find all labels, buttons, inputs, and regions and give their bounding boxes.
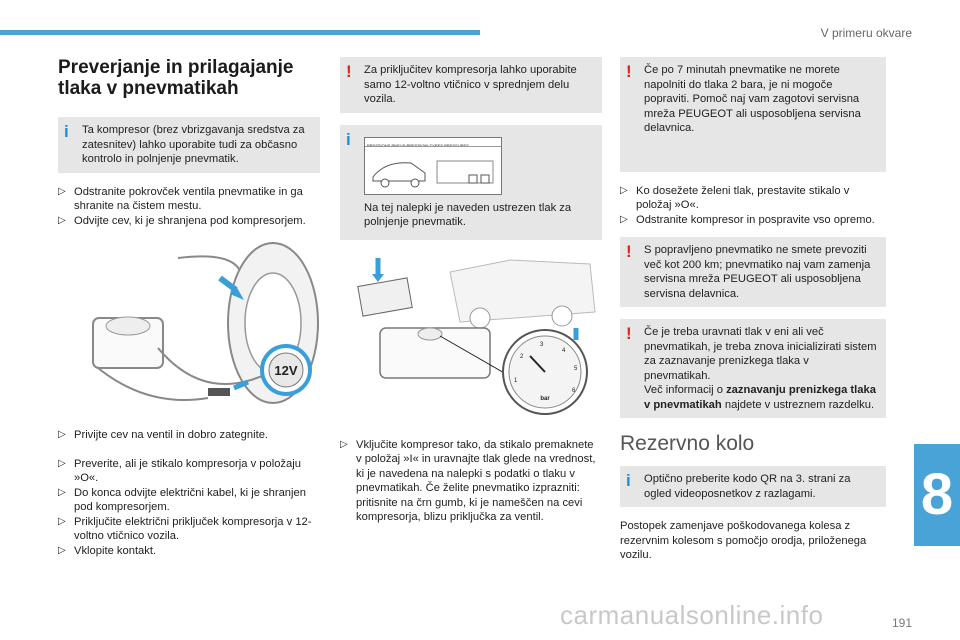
svg-text:6: 6: [572, 388, 576, 394]
warning-box-reinitialise: ! Če je treba uravnati tlak v eni ali ve…: [620, 319, 886, 418]
step-list-2: ▷Privijte cev na ventil in dobro zategni…: [58, 428, 320, 443]
triangle-bullet-icon: ▷: [58, 515, 66, 527]
triangle-bullet-icon: ▷: [58, 544, 66, 556]
exclamation-icon: !: [346, 62, 352, 81]
step-list-finish: ▷Ko dosežete želeni tlak, prestavite sti…: [620, 184, 886, 228]
info-box-qr: i Optično preberite kodo QR na 3. strani…: [620, 466, 886, 507]
column-1: Preverjanje in prilagajanje tlaka v pnev…: [58, 57, 320, 568]
watermark: carmanualsonline.info: [560, 600, 824, 630]
12v-badge: 12V: [274, 363, 297, 378]
column-2: ! Za priključitev kompresorja lahko upor…: [340, 57, 602, 535]
triangle-bullet-icon: ▷: [58, 185, 66, 197]
top-accent-bar: [0, 30, 480, 35]
cross-reference-link: zaznavanju prenizkega tlaka v pnevmatika…: [644, 384, 876, 411]
gauge-unit: bar: [540, 396, 550, 402]
warning-box-200km: ! S popravljeno pnevmatiko ne smete prev…: [620, 237, 886, 307]
compressor-wheel-illustration: 12V: [58, 238, 320, 420]
svg-text:1: 1: [514, 378, 518, 384]
section-title: V primeru okvare: [820, 26, 912, 40]
list-item: ▷Vklopite kontakt.: [58, 544, 157, 557]
exclamation-icon: !: [626, 62, 632, 81]
page-title: Preverjanje in prilagajanje tlaka v pnev…: [58, 57, 294, 99]
triangle-bullet-icon: ▷: [58, 429, 66, 440]
column-3: ! Če po 7 minutah pnevmatike ne morete n…: [620, 57, 886, 563]
gauge-ticks: 1 2 3 4 5 6: [514, 342, 578, 394]
list-item: ▷Preverite, ali je stikalo kompresorja v…: [58, 457, 301, 485]
info-icon: i: [346, 129, 351, 149]
triangle-bullet-icon: ▷: [620, 213, 628, 225]
tyre-pressure-label-image: PRESSIONS PNEUS·PRESSIONI·TYRES PRESSURE…: [364, 136, 502, 195]
warning-box-7-minutes: ! Če po 7 minutah pnevmatike ne morete n…: [620, 57, 886, 172]
exclamation-icon: !: [626, 324, 632, 343]
list-item: ▷Vključite kompresor tako, da stikalo pr…: [340, 438, 596, 524]
section-heading-spare-wheel: Rezervno kolo: [620, 432, 755, 455]
triangle-bullet-icon: ▷: [58, 486, 66, 498]
tyre-label-heading: PRESSIONS PNEUS·PRESSIONI·TYRES PRESSURE…: [365, 138, 501, 147]
list-item: ▷Priključite električni priključek kompr…: [58, 515, 312, 543]
info-icon: i: [64, 122, 69, 141]
warning-box-socket: ! Za priključitev kompresorja lahko upor…: [340, 57, 602, 113]
list-item: ▷Do konca odvijte električni kabel, ki j…: [58, 486, 306, 514]
triangle-bullet-icon: ▷: [340, 438, 348, 450]
step-list-1: ▷Odstranite pokrovček ventila pnevmatike…: [58, 185, 320, 229]
svg-text:5: 5: [574, 366, 578, 372]
page-number: 191: [891, 616, 912, 630]
list-item: ▷Privijte cev na ventil in dobro zategni…: [58, 429, 269, 441]
triangle-bullet-icon: ▷: [620, 184, 628, 196]
list-item: ▷Odstranite pokrovček ventila pnevmatike…: [58, 185, 303, 213]
step-list-3: ▷Preverite, ali je stikalo kompresorja v…: [58, 457, 320, 559]
chapter-tab: 8: [914, 444, 960, 546]
list-item: ▷Odvijte cev, ki je shranjena pod kompre…: [58, 214, 306, 227]
list-item: ▷Ko dosežete želeni tlak, prestavite sti…: [620, 184, 850, 212]
info-box-tyre-label: i PRESSIONS PNEUS·PRESSIONI·TYRES PRESSU…: [340, 124, 602, 240]
info-text: Ta kompresor (brez vbrizgavanja sredstva…: [82, 124, 305, 165]
triangle-bullet-icon: ▷: [58, 214, 66, 226]
svg-text:2: 2: [520, 354, 524, 360]
exclamation-icon: !: [626, 242, 632, 261]
info-box-compressor: i Ta kompresor (brez vbrizgavanja sredst…: [58, 117, 320, 173]
triangle-bullet-icon: ▷: [58, 457, 66, 469]
step-list-inflate: ▷Vključite kompresor tako, da stikalo pr…: [340, 438, 602, 525]
spare-wheel-paragraph: Postopek zamenjave poškodovanega kolesa …: [620, 520, 867, 561]
compressor-gauge-illustration: 1 2 3 4 5 6 bar: [340, 252, 602, 424]
info-icon: i: [626, 471, 631, 490]
svg-text:3: 3: [540, 342, 544, 348]
svg-text:4: 4: [562, 348, 566, 354]
list-item: ▷Odstranite kompresor in pospravite vso …: [620, 213, 875, 226]
